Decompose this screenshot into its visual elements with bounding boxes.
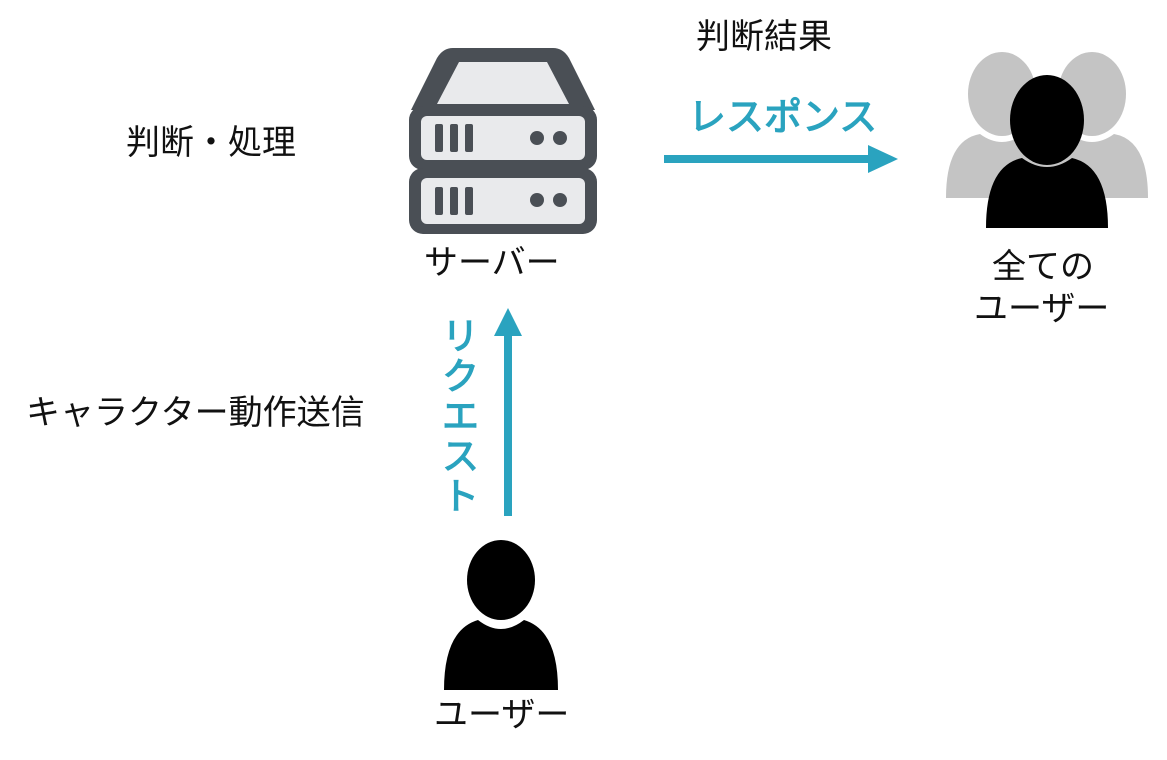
all-users-label-line2: ユーザー	[974, 289, 1110, 329]
response-arrow-label: レスポンス	[688, 95, 878, 139]
judgment-result-label: 判断結果	[696, 17, 832, 57]
server-label: サーバー	[424, 243, 560, 283]
users-group-icon	[942, 48, 1152, 228]
send-character-action-label: キャラクター動作送信	[26, 393, 365, 433]
request-arrow-label: リクエスト	[435, 316, 479, 516]
all-users-label-line1: 全ての	[992, 247, 1094, 287]
judgment-processing-label: 判断・処理	[126, 123, 296, 163]
user-icon	[440, 540, 562, 690]
user-label: ユーザー	[434, 695, 570, 735]
response-arrow	[664, 142, 900, 176]
server-icon	[405, 42, 601, 236]
request-arrow	[488, 306, 528, 518]
